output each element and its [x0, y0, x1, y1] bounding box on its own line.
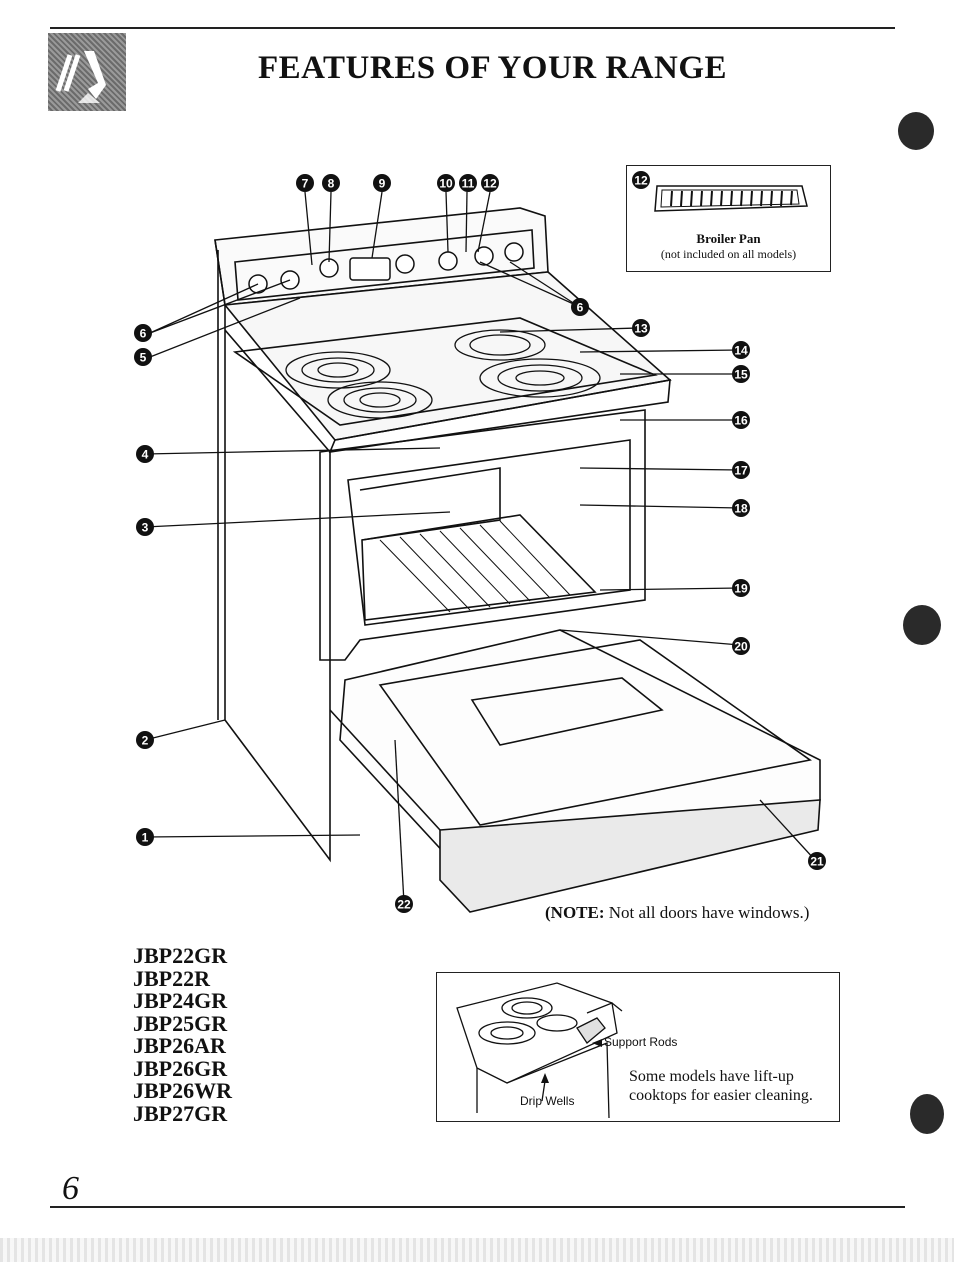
callout-19: 18: [732, 499, 750, 517]
callout-5: 5: [134, 348, 152, 366]
callout-22: 21: [808, 852, 826, 870]
model-item: JBP27GR: [133, 1100, 228, 1126]
range-logo-icon: [48, 33, 126, 111]
broiler-pan-title: Broiler Pan: [696, 231, 761, 246]
margin-tab-marker: [910, 1094, 944, 1134]
top-rule: [50, 27, 895, 29]
model-item: JBP26AR: [133, 1033, 226, 1058]
callout-20: 19: [732, 579, 750, 597]
callout-12: 12: [481, 174, 499, 192]
svg-text:6: 6: [140, 327, 147, 341]
svg-text:13: 13: [634, 322, 648, 336]
svg-text:19: 19: [734, 582, 748, 596]
callout-6b: 6: [571, 298, 589, 316]
callout-2: 2: [136, 731, 154, 749]
note-text: Not all doors have windows.): [604, 903, 810, 922]
callout-4: 4: [136, 445, 154, 463]
lift-up-cooktop-inset: Support Rods Drip Wells Some models have…: [436, 972, 840, 1122]
page-number: 6: [62, 1170, 79, 1207]
callout-9: 9: [373, 174, 391, 192]
svg-text:4: 4: [142, 448, 149, 462]
svg-text:5: 5: [140, 351, 147, 365]
svg-text:1: 1: [142, 831, 149, 845]
model-item: JBP22R: [133, 965, 210, 991]
callout-14: 13: [632, 319, 650, 337]
svg-text:21: 21: [810, 855, 824, 869]
svg-text:17: 17: [734, 464, 748, 478]
margin-tab-marker: [903, 605, 941, 645]
svg-text:9: 9: [379, 177, 386, 191]
svg-text:8: 8: [328, 177, 335, 191]
model-item: JBP24GR: [133, 988, 228, 1013]
callout-3: 3: [136, 518, 154, 536]
scan-edge-strip: [0, 1238, 954, 1262]
svg-text:2: 2: [142, 734, 149, 748]
broiler-pan-illustration: 12: [632, 171, 808, 212]
svg-text:3: 3: [142, 521, 149, 535]
svg-text:6: 6: [577, 301, 584, 315]
page-title: FEATURES OF YOUR RANGE: [258, 50, 728, 86]
broiler-pan-inset: 12 Broiler Pan (not included on all mode…: [626, 165, 831, 272]
callout-23: 22: [395, 895, 413, 913]
broiler-pan-subtitle: (not included on all models): [660, 247, 797, 261]
model-item: JBP26GR: [133, 1055, 228, 1081]
callout-10: 10: [437, 174, 455, 192]
svg-text:12: 12: [483, 177, 497, 191]
model-item: JBP22GR: [133, 943, 228, 968]
svg-text:11: 11: [462, 177, 475, 191]
svg-text:7: 7: [302, 177, 309, 191]
model-list: JBP22GR JBP22R JBP24GR JBP25GR JBP26AR J…: [133, 943, 232, 1126]
drip-wells-label: Drip Wells: [520, 1094, 575, 1108]
callout-17: 16: [732, 411, 750, 429]
window-note: (NOTE: Not all doors have windows.): [545, 903, 809, 923]
model-item: JBP26WR: [133, 1078, 232, 1103]
lift-up-cooktop-illustration: [456, 982, 623, 1119]
svg-text:22: 22: [397, 898, 411, 912]
svg-text:14: 14: [734, 344, 748, 358]
svg-text:18: 18: [734, 502, 748, 516]
bottom-rule: [50, 1206, 905, 1208]
callout-1: 1: [136, 828, 154, 846]
callout-7: 7: [296, 174, 314, 192]
range-diagram: 7 8 9 10 11 12 6 5 6 13 14 15 16 4 17 18…: [134, 174, 826, 913]
callout-16: 15: [732, 365, 750, 383]
callout-8: 8: [322, 174, 340, 192]
margin-tab-marker: [898, 112, 934, 150]
callout-6a: 6: [134, 324, 152, 342]
callout-13: 12: [634, 174, 648, 188]
model-item: JBP25GR: [133, 1010, 228, 1036]
callout-18: 17: [732, 461, 750, 479]
note-label: (NOTE:: [545, 903, 605, 922]
svg-text:16: 16: [734, 414, 748, 428]
lift-up-cooktop-caption: Some models have lift-up cooktops for ea…: [629, 1068, 813, 1104]
callout-11: 11: [459, 174, 477, 192]
svg-text:10: 10: [439, 177, 453, 191]
svg-text:15: 15: [734, 368, 748, 382]
callout-15: 14: [732, 341, 750, 359]
support-rods-label: Support Rods: [604, 1035, 678, 1049]
svg-text:20: 20: [734, 640, 748, 654]
callout-21: 20: [732, 637, 750, 655]
